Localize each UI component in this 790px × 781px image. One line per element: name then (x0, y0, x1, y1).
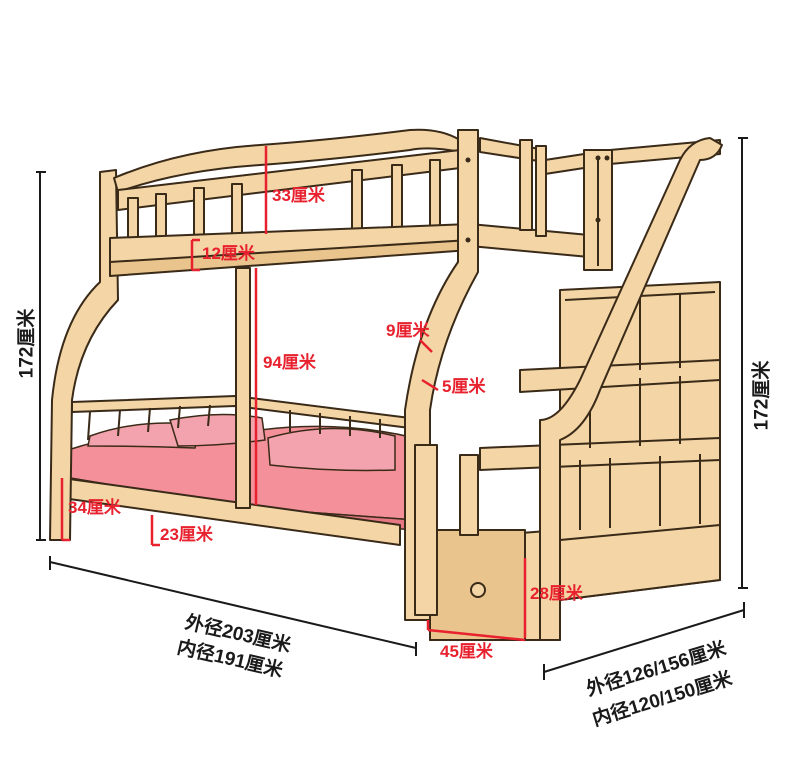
label-total-height-right: 172厘米 (751, 360, 773, 431)
label-step-height: 28厘米 (530, 584, 583, 603)
upper-back-rail (479, 137, 721, 271)
pillow-left (87, 422, 201, 449)
label-top-rail-height: 33厘米 (272, 186, 325, 205)
dimension-lines-red (60, 146, 527, 642)
left-post (49, 169, 119, 541)
label-floor-gap: 23厘米 (160, 525, 213, 544)
stair-handrail (539, 137, 723, 641)
label-step-width: 45厘米 (440, 642, 493, 661)
label-post-9: 9厘米 (386, 321, 430, 340)
label-total-height-left: 172厘米 (16, 308, 38, 379)
label-post-5: 5厘米 (442, 377, 486, 396)
label-top-board-thickness: 12厘米 (202, 244, 255, 263)
dimension-lines-black (36, 137, 748, 680)
middle-post (235, 267, 251, 509)
pillow-right (267, 427, 396, 472)
label-bottom-clearance: 94厘米 (263, 353, 316, 372)
drawer-knob (470, 582, 486, 598)
label-bottom-side-height: 34厘米 (68, 498, 121, 517)
